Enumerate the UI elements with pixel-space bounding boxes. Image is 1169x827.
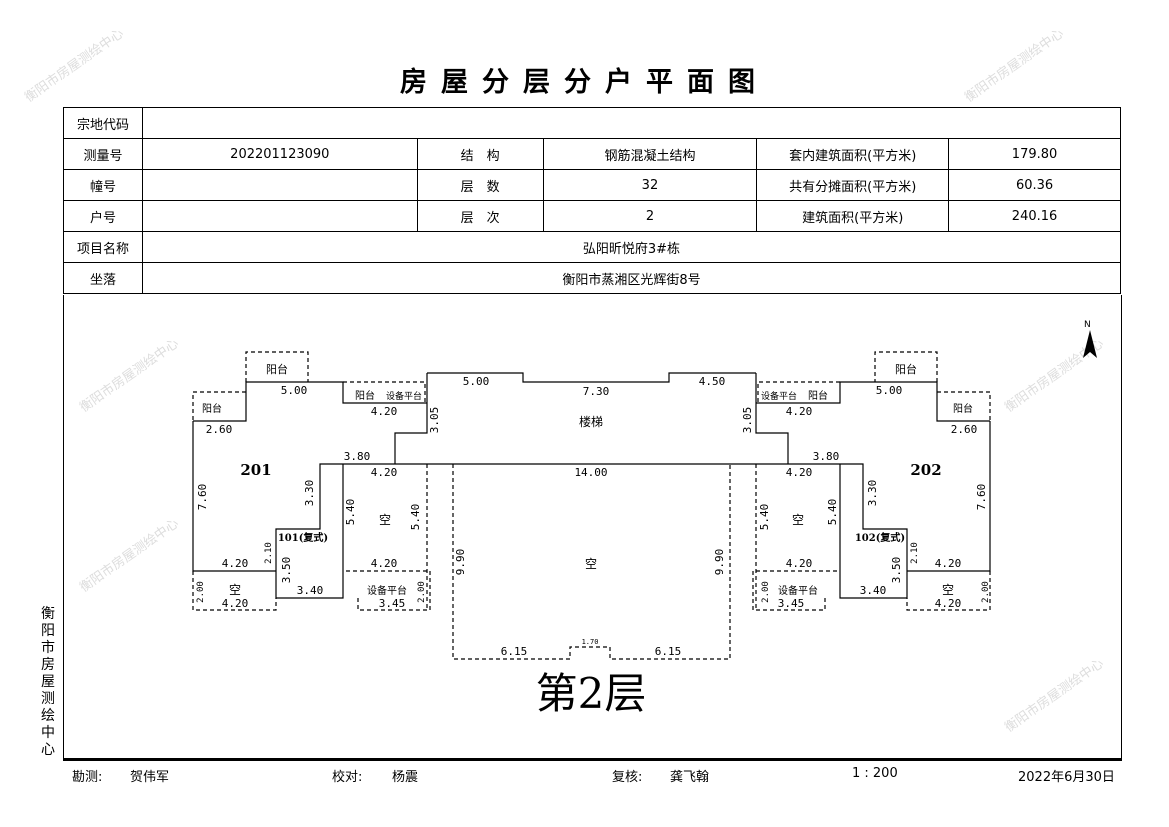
project-label: 项目名称	[63, 231, 143, 263]
dimension-label: 4.20	[371, 405, 398, 418]
dimension-label: 5.00	[281, 384, 308, 397]
inner-area: 179.80	[948, 138, 1121, 170]
dimension-label: 2.10	[910, 542, 920, 564]
dimension-label: 4.20	[786, 466, 813, 479]
dimension-label: 4.20	[935, 557, 962, 570]
dimension-label: 101(复式)	[278, 531, 328, 544]
unit-outline	[192, 373, 453, 599]
dimension-label: 阳台	[895, 362, 917, 376]
dimension-label: 9.90	[713, 549, 726, 576]
dimension-label: 3.05	[741, 407, 754, 434]
dimension-label: 5.40	[758, 504, 771, 531]
dimension-label: 4.20	[371, 557, 398, 570]
dimension-label: 设备平台	[386, 390, 422, 402]
dimension-label: 2.00	[761, 581, 771, 603]
dimension-label: 4.20	[222, 557, 249, 570]
dimension-label: 5.40	[344, 499, 357, 526]
surveyor: 贺伟军	[130, 770, 170, 785]
date: 2022年6月30日	[1018, 770, 1115, 785]
dimension-label: 5.40	[409, 504, 422, 531]
scale: 1 : 200	[852, 766, 898, 781]
dimension-label: 7.60	[196, 484, 209, 511]
dimension-label: 4.50	[699, 375, 726, 388]
dimension-label: 空	[379, 513, 391, 527]
dimension-label: 2.00	[981, 581, 991, 603]
dimension-label: 空	[792, 513, 804, 527]
dimension-label: 空	[229, 583, 241, 597]
dimension-label: 3.45	[379, 597, 406, 610]
dimension-label: 阳台	[202, 402, 222, 415]
dimension-label: 空	[942, 583, 954, 597]
shared-area: 60.36	[948, 169, 1121, 201]
north-label: N	[1084, 320, 1091, 330]
dimension-label: 2.60	[951, 423, 978, 436]
plan-frame	[63, 295, 1122, 761]
dimension-label: 5.00	[463, 375, 490, 388]
dimension-label: 3.05	[428, 407, 441, 434]
dimension-label: 201	[240, 461, 271, 479]
dimension-label: 4.20	[786, 405, 813, 418]
floor-title: 第2层	[536, 669, 647, 718]
dimension-label: 阳台	[266, 362, 288, 376]
survey-label: 勘测:	[72, 770, 103, 785]
dimension-label: 7.60	[975, 484, 988, 511]
dimension-label: 3.40	[860, 584, 887, 597]
dimension-label: 102(复式)	[855, 531, 905, 544]
side-text: 衡阳市房屋测绘中心	[41, 606, 55, 758]
dimension-label: 3.50	[280, 557, 293, 584]
dimension-label: 3.80	[344, 450, 371, 463]
dimension-label: 5.40	[826, 499, 839, 526]
plan-labels: 阳台 5.00 阳台 阳台 设备平台 4.20 3.05 2.60 201 3.…	[196, 362, 991, 658]
dimension-label: 阳台	[953, 402, 973, 415]
building-area-label: 建筑面积(平方米)	[756, 200, 950, 232]
dimension-label: 9.90	[454, 549, 467, 576]
review-label: 复核:	[612, 770, 643, 785]
building-no-label: 幢号	[63, 169, 143, 201]
north-arrow-icon	[1083, 330, 1097, 358]
dimension-label: 阳台	[355, 389, 375, 402]
floors: 32	[542, 169, 758, 201]
dimension-label: 2.00	[417, 581, 427, 603]
dimension-label: 14.00	[574, 466, 607, 479]
dashed-areas	[192, 351, 431, 611]
dimension-label: 2.00	[196, 581, 206, 603]
dimension-label: 空	[585, 557, 597, 571]
dimension-label: 202	[910, 461, 941, 479]
dimension-label: 5.00	[876, 384, 903, 397]
dimension-label: 楼梯	[579, 414, 603, 429]
dimension-label: 设备平台	[778, 584, 818, 597]
check-label: 校对:	[332, 770, 363, 785]
dimension-label: 3.80	[813, 450, 840, 463]
dimension-label: 4.20	[222, 597, 249, 610]
dimension-label: 6.15	[501, 645, 528, 658]
dimension-label: 阳台	[808, 389, 828, 402]
checker: 杨震	[392, 770, 419, 785]
dimension-label: 3.45	[778, 597, 805, 610]
dimension-label: 7.30	[583, 385, 610, 398]
dimension-label: 3.40	[297, 584, 324, 597]
location: 衡阳市蒸湘区光辉街8号	[141, 262, 1122, 294]
page-title: 房屋分层分户平面图	[400, 67, 769, 98]
dimension-label: 6.15	[655, 645, 682, 658]
dimension-label: 3.30	[866, 480, 879, 507]
dimension-label: 3.50	[890, 557, 903, 584]
dimension-label: 2.60	[206, 423, 233, 436]
dimension-label: 设备平台	[367, 584, 407, 597]
dimension-label: 4.20	[371, 466, 398, 479]
floor: 2	[542, 200, 758, 232]
dimension-label: 1.70	[582, 638, 599, 646]
dimension-label: 设备平台	[761, 390, 797, 402]
dimension-label: 4.20	[935, 597, 962, 610]
building-area: 240.16	[948, 200, 1121, 232]
dimension-label: 4.20	[786, 557, 813, 570]
dimension-label: 2.10	[264, 542, 274, 564]
structure: 钢筋混凝土结构	[542, 138, 758, 170]
parcel-code-label: 宗地代码	[63, 107, 143, 139]
dimension-label: 3.30	[303, 480, 316, 507]
reviewer: 龚飞翰	[670, 770, 710, 785]
